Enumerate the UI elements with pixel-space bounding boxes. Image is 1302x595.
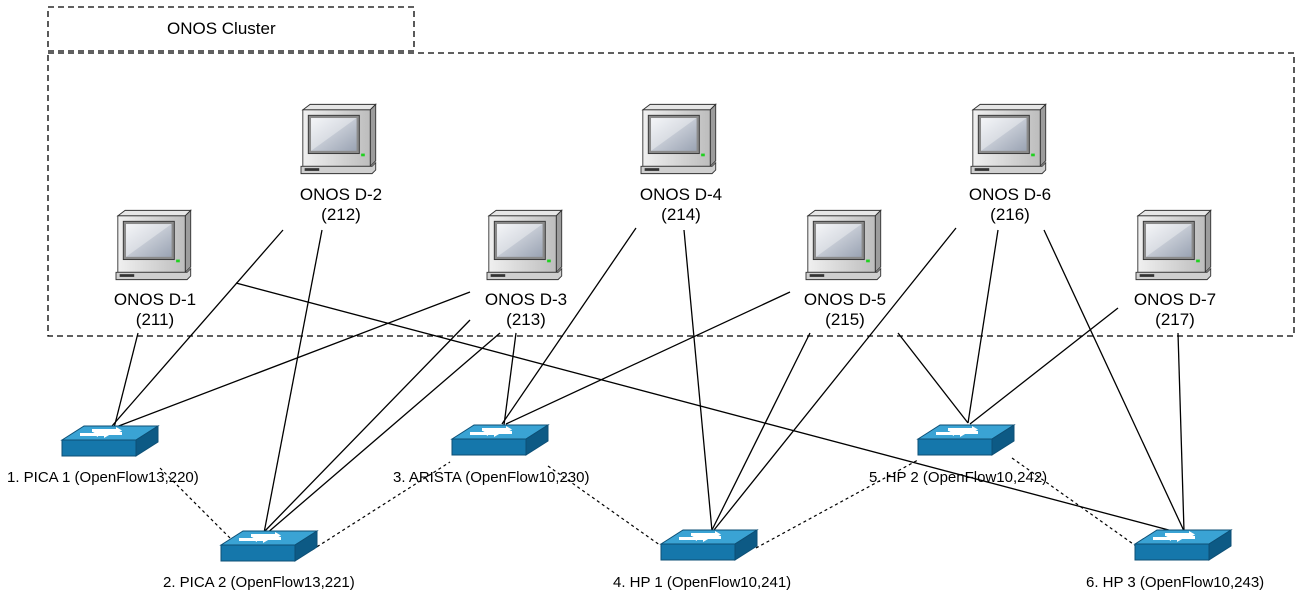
controller-id: (216) [990,205,1030,224]
controller-name: ONOS D-1 [113,290,197,309]
computer-icon-d6 [970,103,1047,175]
controller-id: (215) [825,310,865,329]
switch-1-label: 1. PICA 1 (OpenFlow13,220) [7,469,199,486]
link-d3-sw2a [261,319,471,535]
controller-id: (213) [506,310,546,329]
link-d6-sw4 [713,227,957,531]
link-d6-sw6 [1043,229,1185,532]
controller-d6-label: ONOS D-6 (216) [940,185,1080,225]
link-d4-sw3 [501,227,637,425]
computer-icon-d2 [300,103,377,175]
cluster-label: ONOS Cluster [167,19,276,38]
switch-icon-5 [917,424,1015,456]
controller-id: (217) [1155,310,1195,329]
link-d3-sw2b [265,332,501,535]
controller-d5-label: ONOS D-5 (215) [775,290,915,330]
link-d6-sw5 [967,229,999,424]
controller-name: ONOS D-2 [299,185,383,204]
switch-5-label: 5. HP 2 (OpenFlow10,242) [869,469,1048,486]
controller-d1-label: ONOS D-1 (211) [85,290,225,330]
switch-icon-1 [61,425,159,457]
link-d2-sw1 [111,229,284,427]
switch-icon-4 [660,529,758,561]
controller-id: (212) [321,205,361,224]
controller-name: ONOS D-4 [639,185,723,204]
controller-d3-label: ONOS D-3 (213) [456,290,596,330]
cluster-title-box [47,6,415,52]
switch-4-label: 4. HP 1 (OpenFlow10,241) [613,574,792,591]
data-links [159,457,1137,551]
controller-d2-label: ONOS D-2 (212) [271,185,411,225]
link-d7-sw6 [1177,332,1185,532]
controller-name: ONOS D-6 [968,185,1052,204]
cluster-box [47,52,1295,337]
dlink-sw4-sw5 [755,459,919,549]
controller-name: ONOS D-5 [803,290,887,309]
switch-icon-6 [1134,529,1232,561]
computer-icon-d3 [486,209,563,281]
controller-id: (214) [661,205,701,224]
link-d5-sw4 [711,332,811,531]
dlink-sw5-sw6 [1011,457,1137,547]
link-d4-sw4 [683,229,713,532]
computer-icon-d1 [115,209,192,281]
link-d2-sw2 [263,229,323,534]
link-d7-sw5 [969,307,1119,425]
controller-name: ONOS D-3 [484,290,568,309]
link-d3-sw3 [503,332,517,426]
switch-6-label: 6. HP 3 (OpenFlow10,243) [1086,574,1265,591]
link-d3-sw1 [115,291,471,428]
switch-icon-3 [451,424,549,456]
computer-icon-d7 [1135,209,1212,281]
controller-d4-label: ONOS D-4 (214) [611,185,751,225]
switch-3-label: 3. ARISTA (OpenFlow10,230) [393,469,590,486]
link-d5-sw5 [897,332,969,424]
controller-name: ONOS D-7 [1133,290,1217,309]
computer-icon-d4 [640,103,717,175]
link-d5-sw3 [505,291,791,425]
control-links [111,227,1185,535]
link-d1-sw6 [235,282,1181,534]
dlink-sw1-sw2 [159,467,233,541]
computer-icon-d5 [805,209,882,281]
controller-id: (211) [135,310,175,329]
switch-icon-2 [220,530,318,562]
switch-2-label: 2. PICA 2 (OpenFlow13,221) [163,574,355,591]
link-d1-sw1 [113,332,139,429]
controller-d7-label: ONOS D-7 (217) [1105,290,1245,330]
